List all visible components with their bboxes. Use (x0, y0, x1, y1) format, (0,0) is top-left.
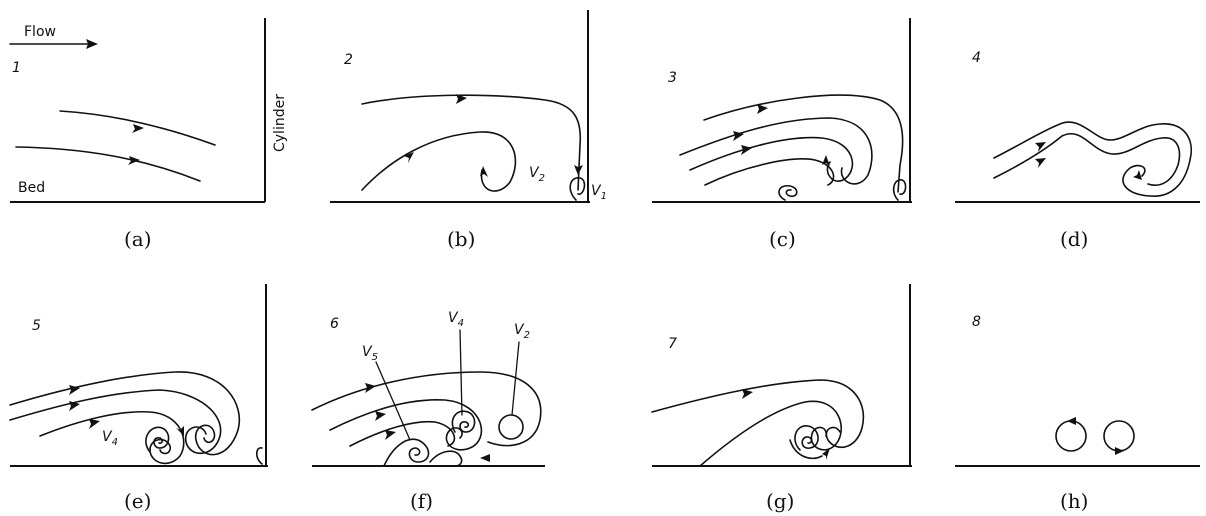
panel-caption: (d) (1060, 227, 1088, 251)
panel-d: 4 (d) (955, 50, 1200, 251)
vortex-v4 (451, 410, 476, 433)
panel-caption: (h) (1060, 489, 1089, 513)
vortex-label: V2 (529, 165, 545, 184)
vortex-spiral (794, 425, 819, 451)
panel-g: 7 (g) (651, 284, 912, 513)
vortex-circle (1055, 420, 1087, 452)
streamline (9, 389, 222, 455)
step-number: 2 (344, 52, 353, 68)
streamline (361, 94, 582, 191)
streamline (349, 420, 456, 447)
flow-label: Flow (24, 24, 56, 40)
vortex-v2 (498, 414, 524, 440)
panel-b: 2 V2 V1 (b) (330, 10, 607, 251)
panel-caption: (g) (766, 489, 794, 513)
bed-label: Bed (18, 180, 45, 196)
panel-caption: (c) (769, 227, 796, 251)
streamline (15, 146, 201, 182)
leader-line (459, 329, 463, 416)
bed-vortex (778, 185, 798, 201)
panel-caption: (f) (410, 489, 433, 513)
streamline (704, 158, 835, 186)
streamline (703, 94, 904, 193)
corner-vortex (892, 179, 907, 201)
panel-c: 3 (c) (652, 18, 912, 251)
vortex-circle (1103, 420, 1135, 452)
step-number: 6 (330, 316, 339, 332)
vortex-label: V1 (591, 183, 607, 202)
streamline (59, 110, 216, 146)
vortex-label: V4 (102, 429, 118, 448)
bed-streamline (429, 450, 463, 467)
leader-line (511, 341, 520, 416)
panel-f: 6 V5 V4 V2 (f) (311, 310, 545, 513)
panel-caption: (e) (124, 489, 151, 513)
vortex-label: V4 (448, 310, 464, 329)
step-number: 5 (32, 318, 41, 334)
streamline (993, 133, 1181, 186)
corner-vortex (255, 447, 263, 465)
vortex-label: V2 (514, 322, 530, 341)
streamline (39, 410, 185, 465)
vortex-v1 (569, 177, 586, 201)
streamline (689, 136, 854, 182)
vortex-v4 (145, 426, 170, 453)
vortex-v5 (383, 438, 430, 467)
step-number: 3 (668, 70, 677, 86)
streamline (9, 371, 241, 456)
step-number: 7 (668, 336, 677, 352)
step-number: 4 (972, 50, 981, 66)
flow-arrowhead (86, 39, 98, 49)
step-number: 8 (972, 314, 981, 330)
panel-caption: (b) (447, 227, 475, 251)
leader-line (375, 361, 411, 441)
vortex-v2 (361, 131, 517, 192)
streamline (679, 117, 873, 185)
panel-h: 8 (h) (955, 314, 1200, 513)
streamline (651, 379, 865, 449)
vortex-label: V5 (362, 344, 378, 363)
streamline (789, 439, 823, 460)
step-number: 1 (12, 60, 21, 76)
panel-a: Flow 1 Bed Cylinder (a) (9, 18, 288, 251)
panel-caption: (a) (124, 227, 152, 251)
panel-e: 5 V4 (e) (9, 284, 268, 513)
streamline (993, 121, 1192, 197)
cylinder-label: Cylinder (272, 94, 288, 152)
streamline (311, 371, 542, 447)
